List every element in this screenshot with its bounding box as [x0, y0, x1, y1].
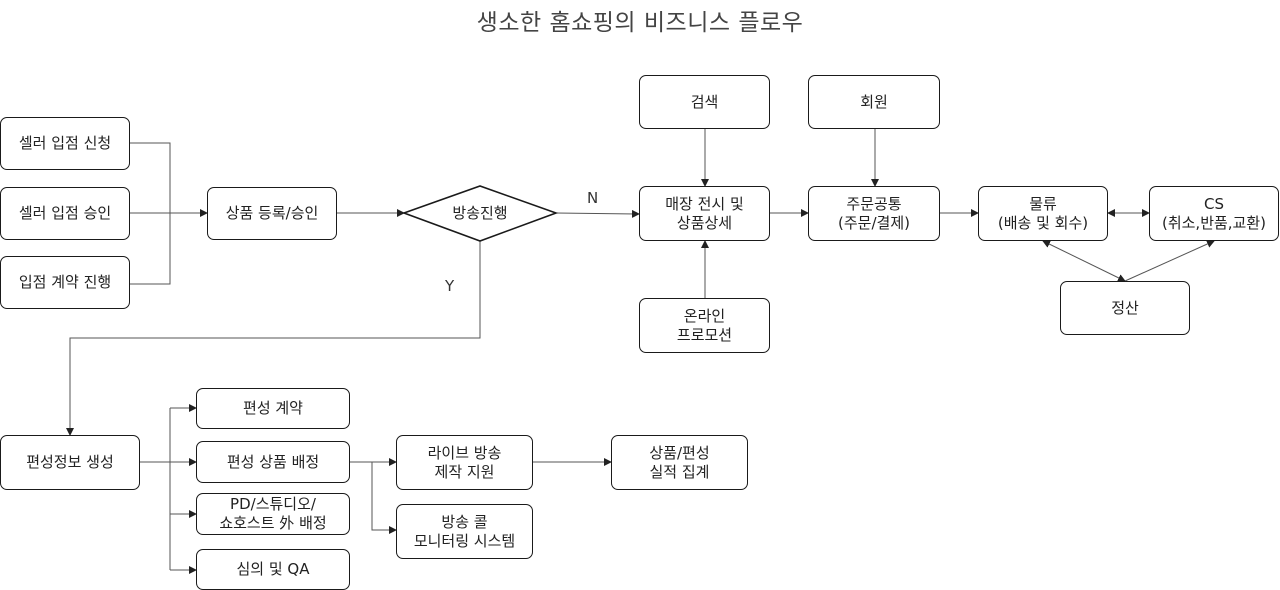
node-schedule-gen: 편성정보 생성: [0, 435, 140, 490]
node-order-common: 주문공통 (주문/결제): [808, 186, 940, 241]
edge-contract: [130, 213, 171, 285]
edge-apply: [130, 142, 171, 213]
node-call-monitor: 방송 콜 모니터링 시스템: [396, 504, 533, 559]
edge-logistics-settlement: [1042, 240, 1126, 282]
node-store-display: 매장 전시 및 상품상세: [639, 186, 770, 241]
node-settlement: 정산: [1060, 281, 1190, 335]
decision-diamond: [401, 185, 559, 242]
edge-to-monitor: [371, 462, 397, 534]
node-logistics: 물류 (배송 및 회수): [978, 186, 1108, 241]
node-cs: CS (취소,반품,교환): [1149, 186, 1279, 241]
node-seller-approve: 셀러 입점 승인: [0, 187, 130, 240]
node-schedule-contract: 편성 계약: [196, 388, 350, 429]
diagram-title: 생소한 홈쇼핑의 비즈니스 플로우: [476, 10, 804, 36]
node-online-promo: 온라인 프로모션: [639, 298, 770, 353]
decision-label: 방송진행: [452, 204, 508, 222]
edge-decision-no: [555, 209, 640, 218]
node-review-qa: 심의 및 QA: [196, 549, 350, 590]
node-product-reg: 상품 등록/승인: [207, 187, 337, 240]
edge-decision-yes: [66, 241, 481, 436]
node-live-support: 라이브 방송 제작 지원: [396, 435, 533, 490]
edge-label-yes: Y: [445, 277, 455, 295]
node-member: 회원: [808, 75, 940, 129]
node-performance: 상품/편성 실적 집계: [611, 435, 748, 490]
edge-label-no: N: [587, 189, 599, 207]
edge-cs-settlement: [1124, 240, 1215, 282]
node-search: 검색: [639, 75, 770, 129]
node-seller-apply: 셀러 입점 신청: [0, 117, 130, 170]
node-pd-assign: PD/스튜디오/ 쇼호스트 外 배정: [196, 493, 350, 535]
node-contract: 입점 계약 진행: [0, 256, 130, 309]
node-schedule-product: 편성 상품 배정: [196, 441, 350, 483]
